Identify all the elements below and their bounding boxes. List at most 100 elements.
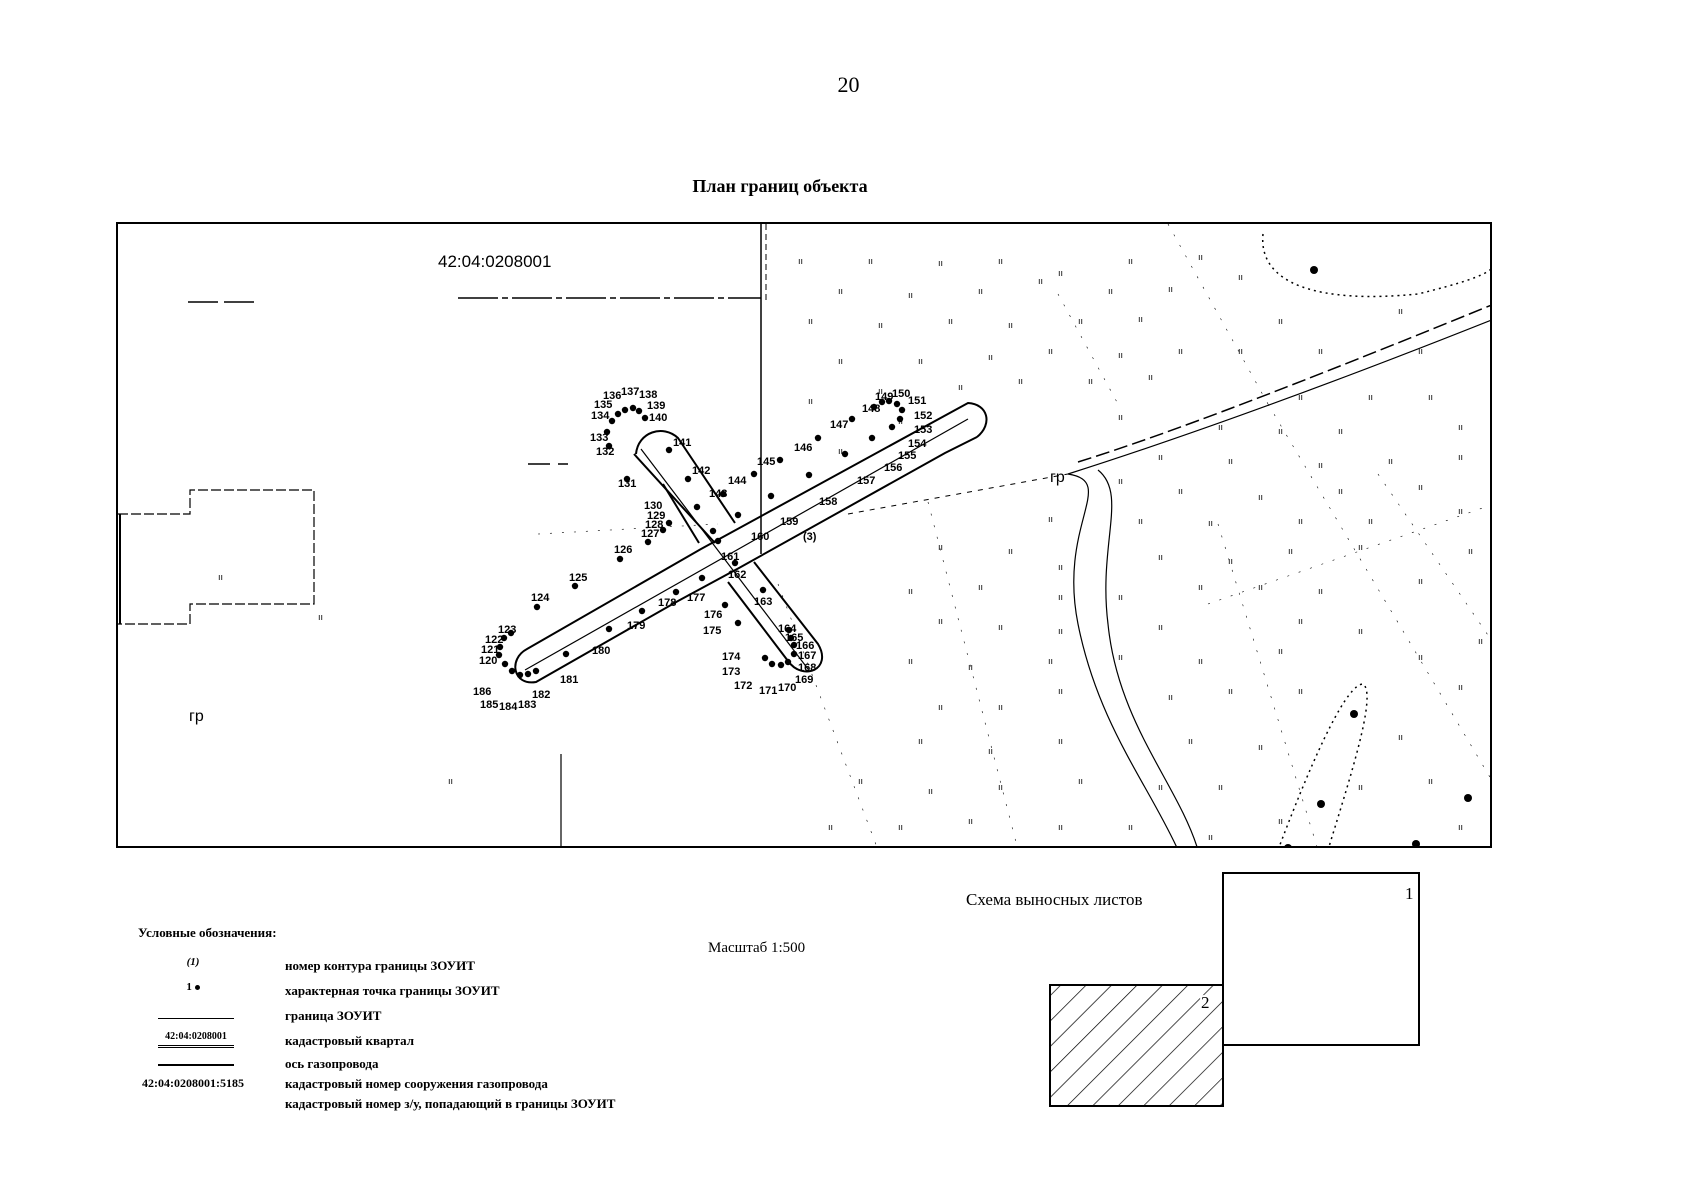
legend-point-number: 1 xyxy=(186,981,192,993)
svg-text:ıı: ıı xyxy=(1418,347,1423,357)
svg-text:ıı: ıı xyxy=(1038,277,1043,287)
point-label-137: 137 xyxy=(621,386,639,398)
sheet-1-number: 1 xyxy=(1405,884,1414,903)
svg-text:ıı: ıı xyxy=(1118,477,1123,487)
svg-text:ıı: ıı xyxy=(318,613,323,623)
point-label-127: 127 xyxy=(641,528,659,540)
svg-text:ıı: ıı xyxy=(1428,777,1433,787)
svg-text:ıı: ıı xyxy=(948,317,953,327)
svg-text:ıı: ıı xyxy=(1388,457,1393,467)
scheme-title: Схема выносных листов xyxy=(966,890,1143,909)
point-label-131: 131 xyxy=(618,478,636,490)
svg-text:ıı: ıı xyxy=(868,257,873,267)
svg-text:ıı: ıı xyxy=(1338,427,1343,437)
svg-text:ıı: ıı xyxy=(1458,683,1463,693)
svg-text:ıı: ıı xyxy=(1398,733,1403,743)
svg-text:ıı: ıı xyxy=(1138,517,1143,527)
point-label-166: 166 xyxy=(796,640,814,652)
svg-text:ıı: ıı xyxy=(1258,583,1263,593)
svg-text:ıı: ıı xyxy=(1228,557,1233,567)
legend-row-land-plot: кадастровый номер з/у, попадающий в гран… xyxy=(118,1094,738,1116)
page-number: 20 xyxy=(837,72,860,97)
point-label-178: 178 xyxy=(658,597,676,609)
point-label-159: 159 xyxy=(780,516,798,528)
legend-text-point: характерная точка границы ЗОУИТ xyxy=(285,983,500,998)
svg-text:ıı: ıı xyxy=(1228,457,1233,467)
svg-text:ıı: ıı xyxy=(918,357,923,367)
svg-text:ıı: ıı xyxy=(1118,653,1123,663)
svg-text:ıı: ıı xyxy=(998,257,1003,267)
legend-text-contour: номер контура границы ЗОУИТ xyxy=(285,958,475,973)
svg-text:ıı: ıı xyxy=(1058,627,1063,637)
contour-label: (3) xyxy=(803,531,817,543)
svg-text:ıı: ıı xyxy=(1218,783,1223,793)
svg-text:ıı: ıı xyxy=(1058,823,1063,833)
svg-text:ıı: ıı xyxy=(1358,783,1363,793)
point-label-153: 153 xyxy=(914,424,932,436)
svg-text:ıı: ıı xyxy=(808,397,813,407)
gas-pipeline-axis-2 xyxy=(524,418,969,671)
point-label-143: 143 xyxy=(709,488,727,500)
svg-text:ıı: ıı xyxy=(968,663,973,673)
point-label-144: 144 xyxy=(728,475,747,487)
svg-text:ıı: ıı xyxy=(1458,423,1463,433)
svg-text:ıı: ıı xyxy=(978,287,983,297)
svg-text:ıı: ıı xyxy=(1278,647,1283,657)
svg-text:ıı: ıı xyxy=(898,823,903,833)
svg-text:ıı: ıı xyxy=(878,387,883,397)
point-label-177: 177 xyxy=(687,592,705,604)
svg-text:ıı: ıı xyxy=(1048,347,1053,357)
svg-text:ıı: ıı xyxy=(1178,347,1183,357)
point-labels: 120 121 122 123 124 125 126 127 128 129 … xyxy=(473,386,932,713)
point-label-182: 182 xyxy=(532,689,550,701)
point-label-154: 154 xyxy=(908,438,927,450)
legend-title: Условные обозначения: xyxy=(138,925,277,940)
legend-text-land-plot: кадастровый номер з/у, попадающий в гран… xyxy=(285,1096,616,1111)
point-label-120: 120 xyxy=(479,655,497,667)
point-label-147: 147 xyxy=(830,419,848,431)
svg-text:ıı: ıı xyxy=(1048,657,1053,667)
svg-text:ıı: ıı xyxy=(1178,487,1183,497)
point-label-168: 168 xyxy=(798,662,816,674)
svg-text:ıı: ıı xyxy=(1458,453,1463,463)
svg-text:ıı: ıı xyxy=(1398,307,1403,317)
map-frame[interactable]: ıı ıı ıı ıı ıı ıı ıı ıı ıı ıı ıı ıı ıı ıı ıı ıı ıı ıı ıı… xyxy=(116,222,1492,848)
point-label-124: 124 xyxy=(531,592,550,604)
svg-text:ıı: ıı xyxy=(1208,833,1213,843)
svg-text:ıı: ıı xyxy=(1218,423,1223,433)
legend-symbol-quarter: 42:04:0208001 xyxy=(118,1031,268,1053)
point-label-157: 157 xyxy=(857,475,875,487)
point-label-125: 125 xyxy=(569,572,587,584)
point-label-158: 158 xyxy=(819,496,837,508)
terrain-label-gr-right: гр xyxy=(1050,469,1065,486)
legend-symbol-structure: 42:04:0208001:5185 xyxy=(142,1076,244,1090)
svg-text:ıı: ıı xyxy=(1228,687,1233,697)
svg-text:ıı: ıı xyxy=(908,291,913,301)
point-label-160: 160 xyxy=(751,531,769,543)
point-label-173: 173 xyxy=(722,666,740,678)
svg-text:ıı: ıı xyxy=(978,583,983,593)
point-label-130: 130 xyxy=(644,500,662,512)
svg-text:ıı: ıı xyxy=(1058,269,1063,279)
point-label-141: 141 xyxy=(673,437,691,449)
point-label-161: 161 xyxy=(721,551,739,563)
vegetation-marks: ıı ıı ıı ıı ıı ıı ıı ıı ıı ıı ıı ıı ıı ıı ıı ıı ıı ıı ıı… xyxy=(218,253,1483,843)
svg-text:ıı: ıı xyxy=(1118,593,1123,603)
legend-row-point: 1 характерная точка границы ЗОУИТ xyxy=(118,981,738,1003)
point-label-174: 174 xyxy=(722,651,741,663)
svg-text:ıı: ıı xyxy=(858,777,863,787)
svg-text:ıı: ıı xyxy=(1298,393,1303,403)
cadastral-map[interactable]: ıı ıı ıı ıı ıı ıı ıı ıı ıı ıı ıı ıı ıı ıı ıı ıı ıı ıı ıı… xyxy=(118,224,1492,848)
svg-text:ıı: ıı xyxy=(1018,377,1023,387)
point-label-136: 136 xyxy=(603,390,621,402)
svg-text:ıı: ıı xyxy=(1188,737,1193,747)
point-label-140: 140 xyxy=(649,412,667,424)
svg-text:ıı: ıı xyxy=(838,447,843,457)
point-label-156: 156 xyxy=(884,462,902,474)
point-label-184: 184 xyxy=(499,701,518,713)
svg-text:ıı: ıı xyxy=(1418,483,1423,493)
point-label-169: 169 xyxy=(795,674,813,686)
point-label-149: 149 xyxy=(875,391,893,403)
svg-text:ıı: ıı xyxy=(1208,519,1213,529)
axis-line-icon xyxy=(118,1054,268,1076)
